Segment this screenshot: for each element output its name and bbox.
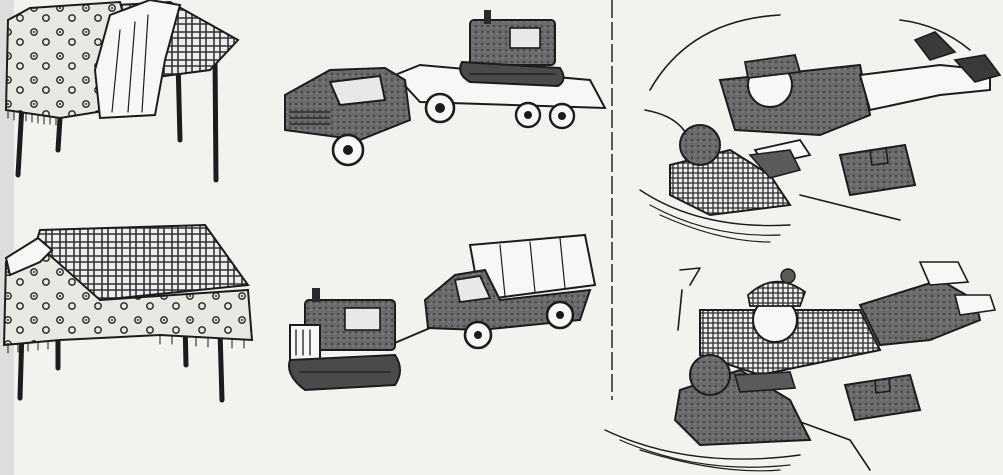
truck-icon	[284, 10, 607, 167]
fur-hat	[743, 54, 802, 79]
rescuer-coat	[718, 63, 872, 137]
truck-icon	[288, 233, 597, 392]
ice-hole-icon	[604, 419, 871, 472]
table-legs	[17, 317, 225, 403]
tow-rope	[389, 327, 431, 346]
rescuer-boot	[953, 294, 997, 316]
child-head	[679, 124, 721, 166]
rescuer-boot	[913, 31, 957, 61]
rescuer-boot	[953, 54, 1002, 83]
ice-rescue-scene	[639, 14, 1002, 243]
table-icon	[4, 0, 240, 183]
cloth-fringe	[7, 109, 57, 126]
rescuer-legs	[858, 63, 991, 112]
scan-edge-shadow	[0, 0, 14, 475]
person-icon	[669, 124, 802, 217]
tractor-icon	[459, 10, 565, 88]
ice-crack-line	[677, 267, 701, 331]
rescuer-coat	[699, 309, 882, 377]
tractor-icon	[288, 288, 401, 392]
child-arm	[748, 149, 802, 179]
person-icon	[718, 31, 1002, 167]
child-jacket	[669, 148, 792, 217]
table-legs	[15, 52, 219, 183]
child-arm	[733, 371, 797, 393]
draped-cloth	[93, 0, 182, 120]
cloth-fringe	[7, 335, 245, 354]
person-icon	[699, 261, 997, 377]
truck-windshield	[453, 275, 492, 304]
bag-icon	[838, 143, 917, 197]
table-icon	[2, 223, 254, 403]
ice-hole-icon	[639, 189, 791, 243]
knit-hat	[747, 280, 807, 307]
truck-windshield	[328, 74, 387, 107]
person-icon	[673, 354, 812, 447]
hat-pompom	[780, 268, 796, 284]
cloth-corner-fold	[4, 236, 54, 277]
tablecloth-icon	[2, 240, 254, 347]
child-head	[689, 354, 731, 396]
ice-rescue-scene	[604, 261, 997, 472]
truck-grille	[289, 111, 331, 125]
ice-edge-line	[649, 14, 971, 91]
rescuer-boot	[918, 261, 970, 286]
draped-cloth-folds	[111, 14, 149, 113]
bag-icon	[843, 373, 922, 422]
